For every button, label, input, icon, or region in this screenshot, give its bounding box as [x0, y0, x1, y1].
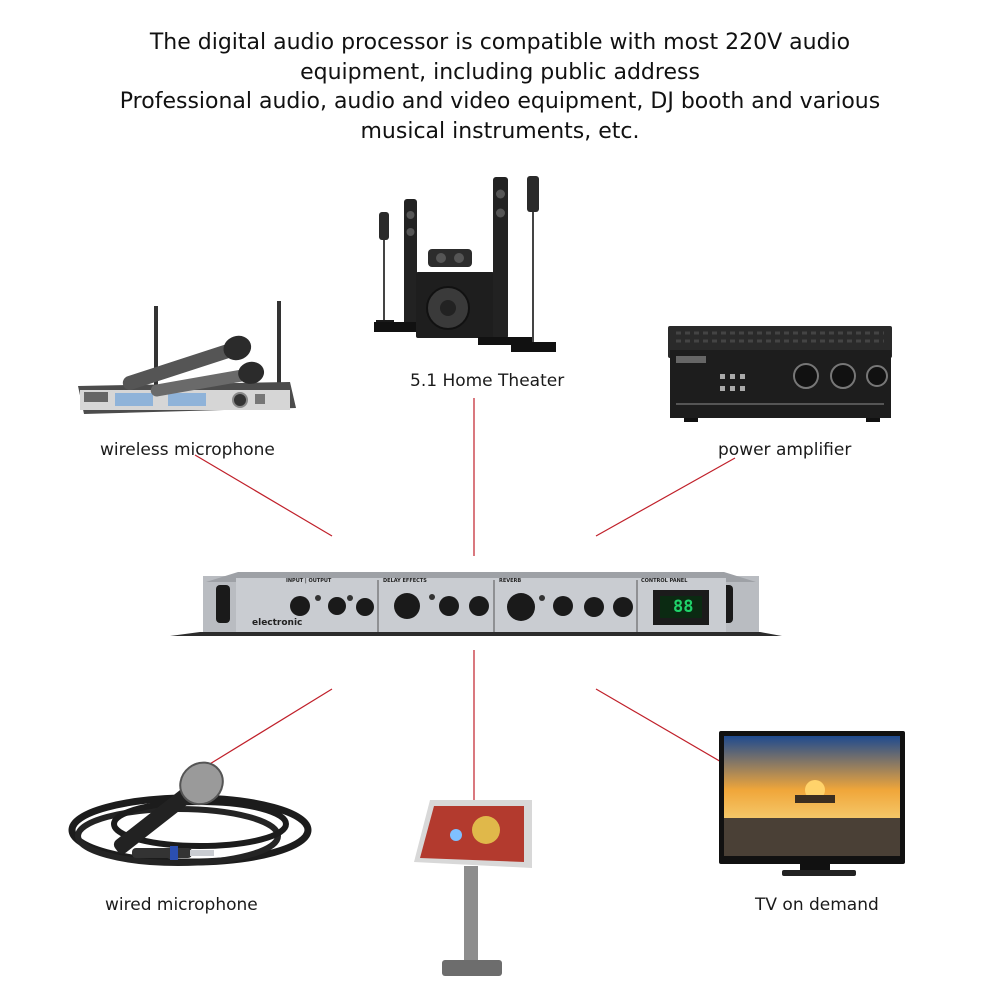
line-to-tv	[595, 688, 736, 771]
label-tv-on-demand: TV on demand	[755, 895, 879, 915]
label-home-theater: 5.1 Home Theater	[410, 371, 565, 391]
label-wireless-microphone: wireless microphone	[100, 440, 275, 460]
headline: The digital audio processor is compatibl…	[60, 28, 940, 146]
panel-section-input-output: INPUT | OUTPUT	[286, 578, 332, 584]
processor-display-readout: 88	[673, 597, 694, 617]
headline-line-4: musical instruments, etc.	[360, 118, 640, 144]
line-to-power-amp	[595, 457, 736, 537]
line-to-wireless-mic	[194, 454, 333, 537]
processor-brand: electronic	[252, 618, 303, 628]
headline-line-1: The digital audio processor is compatibl…	[149, 30, 851, 55]
panel-section-delay: DELAY EFFECTS	[383, 578, 427, 584]
label-wired-microphone: wired microphone	[105, 895, 258, 915]
line-to-wired-mic	[199, 688, 333, 771]
headline-line-2: equipment, including public address	[300, 59, 700, 85]
headline-line-3: Professional audio, audio and video equi…	[119, 89, 881, 114]
panel-section-control: CONTROL PANEL	[641, 578, 688, 584]
panel-section-reverb: REVERB	[499, 578, 522, 584]
label-power-amplifier: power amplifier	[718, 440, 852, 460]
